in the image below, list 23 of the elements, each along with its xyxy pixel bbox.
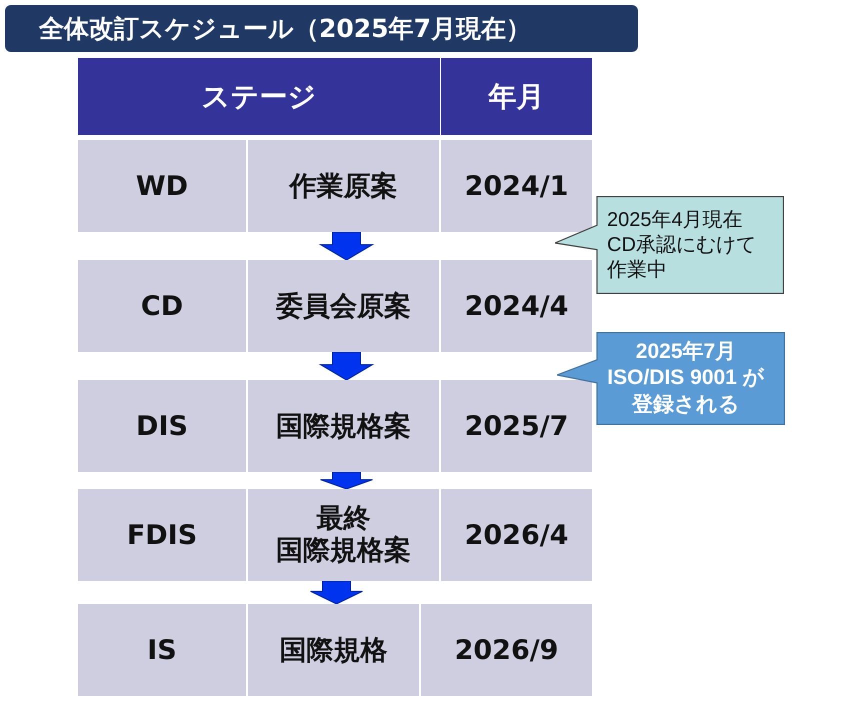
date-cell: 2026/4 <box>441 489 592 581</box>
date-cell: 2025/7 <box>441 380 592 472</box>
date-cell: 2026/9 <box>421 604 592 696</box>
stage-cell: FDIS <box>78 489 246 581</box>
date-cell: 2024/1 <box>441 140 592 232</box>
stage-name-cell: 作業原案 <box>248 140 439 232</box>
stage-cell: IS <box>78 604 246 696</box>
stage-cell: CD <box>78 260 246 352</box>
stage-cell: WD <box>78 140 246 232</box>
title-bar: 全体改訂スケジュール（2025年7月現在） <box>5 5 638 52</box>
date-cell: 2024/4 <box>441 260 592 352</box>
stage-name-cell: 国際規格案 <box>248 380 439 472</box>
block-arrow <box>318 232 374 261</box>
block-arrow <box>318 352 374 381</box>
stage-name-cell: 最終国際規格案 <box>248 489 439 581</box>
speech-callout: 2025年4月現在CD承認にむけて作業中 <box>555 196 784 294</box>
header-cell: 年月 <box>441 58 592 135</box>
stage-name-cell: 国際規格 <box>248 604 419 696</box>
block-arrow <box>320 472 373 490</box>
stage-name-cell: 委員会原案 <box>248 260 439 352</box>
stage-cell: DIS <box>78 380 246 472</box>
block-arrow <box>310 580 363 605</box>
header-cell: ステージ <box>78 58 440 135</box>
